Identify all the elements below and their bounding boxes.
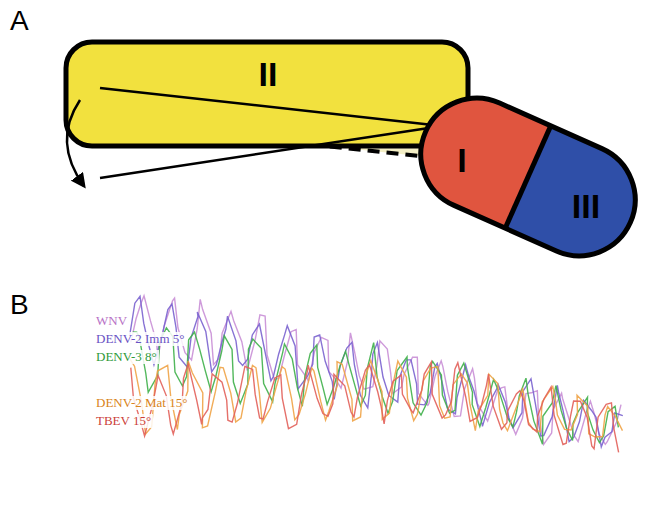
domain-numeral: II	[259, 57, 278, 91]
axis-line	[100, 126, 442, 178]
rotation-arrow	[67, 100, 84, 186]
domain-label-box: II	[251, 53, 286, 95]
backbone-trace	[130, 296, 623, 446]
trace-label: DENV-2 Imm 5°	[94, 332, 187, 346]
backbone-trace	[131, 296, 621, 445]
trace-label: TBEV 15°	[94, 414, 153, 428]
panel-letter: B	[10, 290, 29, 321]
axis-line	[100, 88, 442, 126]
panel-letter: A	[10, 6, 29, 37]
backbone-trace	[127, 355, 622, 437]
trace-label: WNV	[94, 314, 129, 328]
trace-label: DENV-3 8°	[94, 350, 159, 364]
trace-label: DENV-2 Mat 15°	[94, 396, 189, 410]
domain-numeral: III	[572, 189, 600, 223]
domain-numeral: I	[457, 143, 466, 177]
domain-label-box: III	[564, 185, 608, 227]
backbone-trace	[131, 362, 619, 452]
domain-i-iii-shape	[403, 80, 647, 273]
backbone-traces	[127, 296, 623, 453]
domain-label-box: I	[449, 139, 474, 181]
